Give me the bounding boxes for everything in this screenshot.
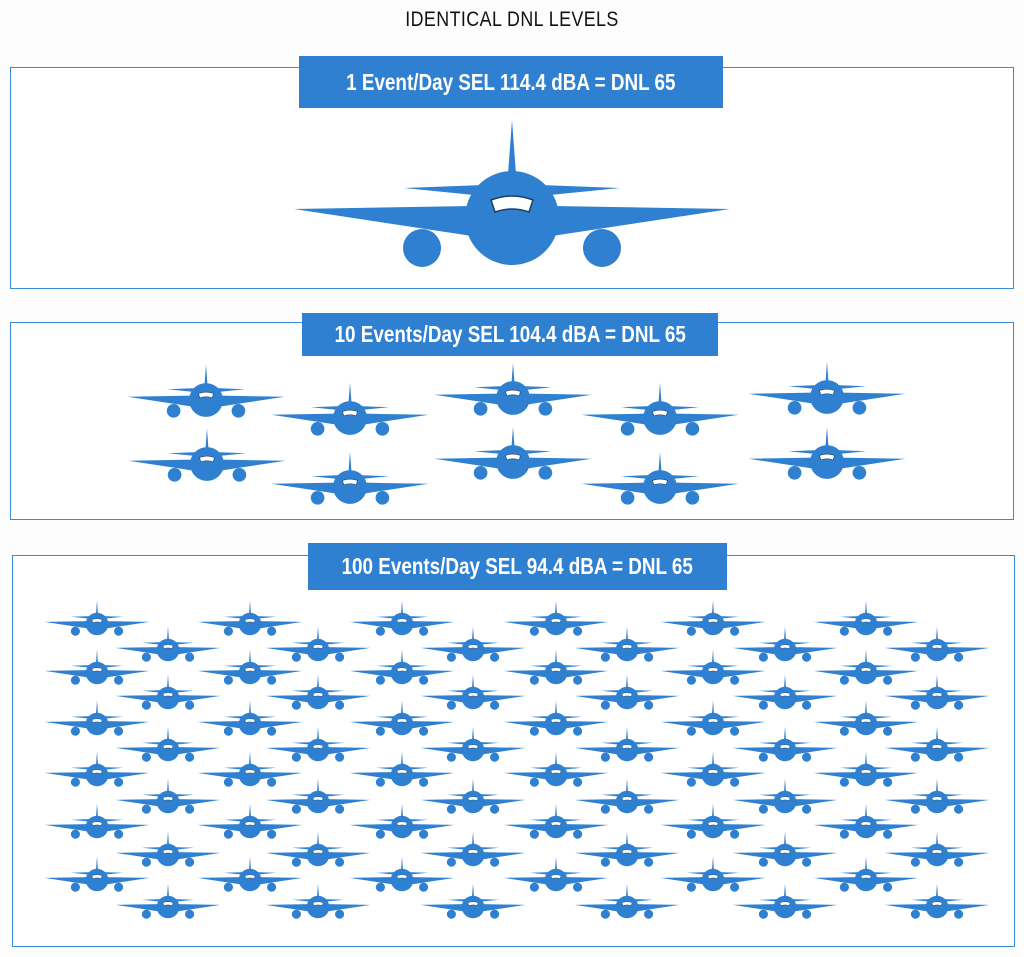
airplane-icon xyxy=(44,803,150,839)
airplane-icon xyxy=(660,856,766,892)
airplane-icon xyxy=(115,778,221,814)
airplane-icon xyxy=(660,803,766,839)
airplane-icon xyxy=(574,674,680,710)
airplane-icon xyxy=(574,726,680,762)
airplane-icon xyxy=(574,778,680,814)
airplane-icon xyxy=(349,649,455,685)
airplane-icon xyxy=(732,883,838,919)
airplane-icon xyxy=(660,700,766,736)
airplane-icon xyxy=(732,778,838,814)
airplane-icon xyxy=(503,600,609,636)
airplane-icon xyxy=(265,674,371,710)
airplane-icon xyxy=(44,649,150,685)
airplane-icon xyxy=(574,883,680,919)
airplane-icon xyxy=(115,626,221,662)
banner-label: 10 Events/Day SEL 104.4 dBA = DNL 65 xyxy=(334,321,686,347)
airplane-icon xyxy=(265,626,371,662)
airplane-icon xyxy=(115,726,221,762)
airplane-icon xyxy=(420,883,526,919)
airplane-icon xyxy=(813,700,919,736)
airplane-icon xyxy=(265,831,371,867)
airplane-icon xyxy=(265,883,371,919)
airplane-icon xyxy=(349,700,455,736)
airplane-icon xyxy=(581,451,739,505)
airplane-icon xyxy=(503,803,609,839)
airplane-icon xyxy=(813,600,919,636)
airplane-icon xyxy=(813,803,919,839)
airplane-icon xyxy=(349,751,455,787)
airplane-icon xyxy=(884,831,990,867)
airplane-icon xyxy=(265,726,371,762)
airplane-icon xyxy=(420,626,526,662)
airplane-icon xyxy=(503,751,609,787)
banner-10-events: 10 Events/Day SEL 104.4 dBA = DNL 65 xyxy=(302,313,718,356)
airplane-icon xyxy=(349,856,455,892)
airplane-icon xyxy=(197,600,303,636)
banner-1-event: 1 Event/Day SEL 114.4 dBA = DNL 65 xyxy=(299,56,723,108)
diagram-title: IDENTICAL DNL LEVELS xyxy=(405,8,619,31)
airplane-icon xyxy=(349,600,455,636)
airplane-icon xyxy=(660,751,766,787)
airplane-icon xyxy=(434,426,592,480)
airplane-icon xyxy=(420,831,526,867)
airplane-icon xyxy=(503,856,609,892)
airplane-icon xyxy=(813,751,919,787)
airplane-icon xyxy=(574,626,680,662)
airplane-icon xyxy=(420,674,526,710)
airplane-icon xyxy=(420,778,526,814)
airplane-icon xyxy=(115,883,221,919)
airplane-icon xyxy=(732,674,838,710)
airplane-icon xyxy=(732,831,838,867)
airplane-icon xyxy=(197,700,303,736)
airplane-icon xyxy=(128,428,286,482)
airplane-icon xyxy=(271,451,429,505)
airplane-icon xyxy=(581,382,739,436)
airplane-icon xyxy=(732,626,838,662)
airplane-icon xyxy=(574,831,680,867)
airplane-icon xyxy=(197,649,303,685)
airplane-icon xyxy=(748,426,906,480)
airplane-icon xyxy=(503,649,609,685)
airplane-icon xyxy=(884,674,990,710)
banner-100-events: 100 Events/Day SEL 94.4 dBA = DNL 65 xyxy=(308,543,727,590)
airplane-icon xyxy=(44,700,150,736)
airplane-icon xyxy=(197,856,303,892)
airplane-icon xyxy=(732,726,838,762)
airplane-icon xyxy=(115,674,221,710)
airplane-icon xyxy=(44,751,150,787)
airplane-icon xyxy=(813,649,919,685)
airplane-icon xyxy=(660,600,766,636)
airplane-icon xyxy=(884,626,990,662)
airplane-icon xyxy=(660,649,766,685)
banner-label: 100 Events/Day SEL 94.4 dBA = DNL 65 xyxy=(341,553,694,579)
airplane-icon xyxy=(748,361,906,415)
airplane-icon xyxy=(44,856,150,892)
airplane-icon xyxy=(197,803,303,839)
airplane-icon xyxy=(115,831,221,867)
airplane-icon xyxy=(884,883,990,919)
airplane-icon xyxy=(434,362,592,416)
airplane-icon xyxy=(271,382,429,436)
airplane-icon xyxy=(503,700,609,736)
banner-label: 1 Event/Day SEL 114.4 dBA = DNL 65 xyxy=(346,68,676,95)
airplane-icon xyxy=(420,726,526,762)
airplane-icon xyxy=(265,778,371,814)
airplane-icon xyxy=(127,364,285,418)
airplane-icon xyxy=(293,119,731,268)
airplane-icon xyxy=(884,726,990,762)
airplane-icon xyxy=(197,751,303,787)
airplane-icon xyxy=(884,778,990,814)
airplane-icon xyxy=(813,856,919,892)
airplane-icon xyxy=(349,803,455,839)
airplane-icon xyxy=(44,600,150,636)
